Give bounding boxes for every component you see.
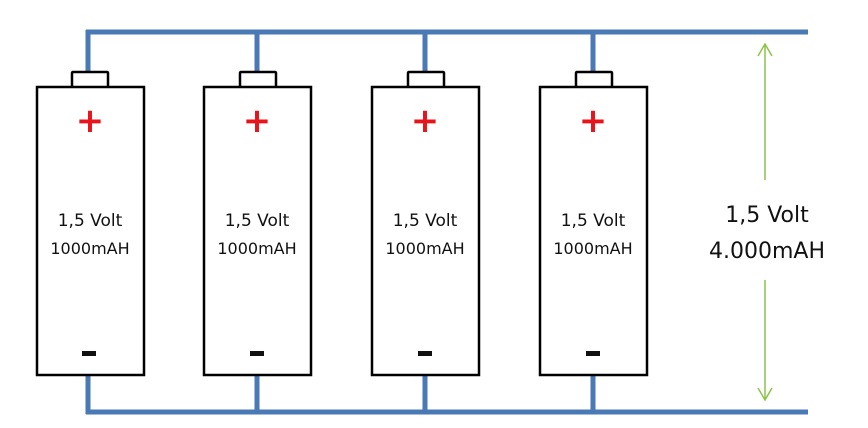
battery-4-body — [538, 85, 649, 377]
battery-2-terminal-cap — [238, 70, 278, 90]
battery-1-terminal-cap — [70, 70, 110, 90]
battery-3-plus-sign: + — [411, 101, 440, 141]
battery-4-plus-sign: + — [579, 101, 608, 141]
battery-1-capacity-label: 1000mAH — [50, 239, 129, 258]
battery-4: + 1,5 Volt 1000mAH — [538, 30, 649, 414]
battery-3: + 1,5 Volt 1000mAH — [370, 30, 481, 414]
battery-1-plus-sign: + — [76, 101, 105, 141]
battery-2-voltage-label: 1,5 Volt — [225, 211, 290, 231]
battery-2-minus-sign — [250, 351, 264, 356]
battery-3-voltage-label: 1,5 Volt — [393, 211, 458, 231]
battery-4-terminal-cap — [574, 70, 614, 90]
battery-1-voltage-label: 1,5 Volt — [58, 211, 123, 231]
battery-1: + 1,5 Volt 1000mAH — [35, 30, 146, 414]
battery-3-body — [370, 85, 481, 377]
arrow-down-head — [757, 387, 773, 402]
total-voltage-label: 1,5 Volt — [725, 203, 809, 228]
battery-4-voltage-label: 1,5 Volt — [561, 211, 626, 231]
battery-4-minus-sign — [586, 351, 600, 356]
battery-3-terminal-cap — [406, 70, 446, 90]
battery-2-capacity-label: 1000mAH — [217, 239, 296, 258]
battery-1-body — [35, 85, 146, 377]
total-voltage-arrow — [757, 42, 773, 402]
battery-3-minus-sign — [418, 351, 432, 356]
battery-4-capacity-label: 1000mAH — [553, 239, 632, 258]
arrow-up-head — [757, 42, 773, 57]
battery-1-minus-sign — [82, 351, 96, 356]
total-capacity-label: 4.000mAH — [709, 239, 825, 264]
battery-2-body — [202, 85, 313, 377]
battery-2: + 1,5 Volt 1000mAH — [202, 30, 313, 414]
battery-2-plus-sign: + — [243, 101, 272, 141]
battery-3-capacity-label: 1000mAH — [385, 239, 464, 258]
